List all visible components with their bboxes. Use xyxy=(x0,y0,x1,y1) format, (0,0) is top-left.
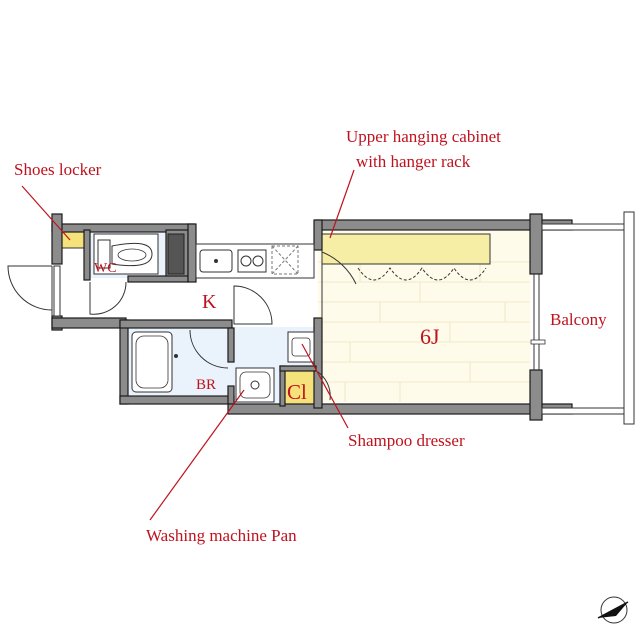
leader-washing-pan xyxy=(149,389,245,521)
bedroom-door-swing xyxy=(321,251,357,285)
stove-icon xyxy=(237,249,267,273)
wall-bath-left xyxy=(119,319,129,405)
wall-closet-left xyxy=(279,365,286,407)
leader-shoes-locker xyxy=(21,185,71,241)
wc-door-swing xyxy=(89,281,127,315)
wall-right-top xyxy=(529,213,543,275)
bath-door-swing xyxy=(233,285,273,325)
fridge-space-icon xyxy=(271,245,299,275)
wall-bath-right xyxy=(227,327,235,363)
fixtures xyxy=(93,233,315,403)
closet-door-swing xyxy=(317,371,331,401)
balcony xyxy=(530,211,635,425)
shoes-locker-fill xyxy=(61,229,87,249)
label-shampoo-dresser: Shampoo dresser xyxy=(348,431,465,450)
compass-icon xyxy=(597,596,629,624)
wall-bedroom-left-top xyxy=(313,219,323,251)
wall-left-upper xyxy=(51,213,63,265)
label-washing-machine-pan: Washing machine Pan xyxy=(146,526,297,545)
bathtub-icon xyxy=(131,331,178,393)
wall-kitchen-top-right xyxy=(187,223,197,283)
kitchen-counter xyxy=(195,243,315,279)
label-bedroom: 6J xyxy=(420,324,440,349)
wall-entry-bottom xyxy=(51,317,127,329)
label-closet: Cl xyxy=(287,380,307,404)
wall-bath-top xyxy=(119,319,233,329)
label-shoes-locker: Shoes locker xyxy=(14,160,102,179)
entry-door-swing xyxy=(7,265,53,311)
hanger-rack-arcs xyxy=(357,267,487,281)
toilet-icon xyxy=(93,233,159,275)
label-balcony: Balcony xyxy=(550,310,607,329)
label-kitchen: K xyxy=(202,291,217,313)
vanity-sink-icon xyxy=(287,331,315,363)
leader-shampoo-dresser xyxy=(301,343,349,429)
wall-right-bottom xyxy=(529,369,543,421)
label-bathroom: BR xyxy=(196,377,216,393)
br-door-swing xyxy=(189,329,229,369)
label-upper-cabinet-line1: Upper hanging cabinet xyxy=(346,127,501,146)
wall-closet-top xyxy=(279,365,317,372)
wall-wc-bottom xyxy=(127,275,189,283)
leader-lines xyxy=(21,169,355,521)
wall-bath-bottom xyxy=(119,395,235,405)
wall-wc-left xyxy=(83,229,91,281)
storage-block xyxy=(167,233,185,275)
washing-machine-pan-icon xyxy=(235,367,275,403)
bedroom-wood-grain xyxy=(318,261,530,402)
label-wc: WC xyxy=(94,261,117,276)
label-upper-cabinet-line2: with hanger rack xyxy=(356,152,471,171)
wall-bedroom-left-bottom xyxy=(313,317,323,409)
upper-cabinet-fill xyxy=(321,233,491,265)
wall-bath-right-low xyxy=(227,385,235,405)
leader-upper-cabinet xyxy=(329,169,355,239)
